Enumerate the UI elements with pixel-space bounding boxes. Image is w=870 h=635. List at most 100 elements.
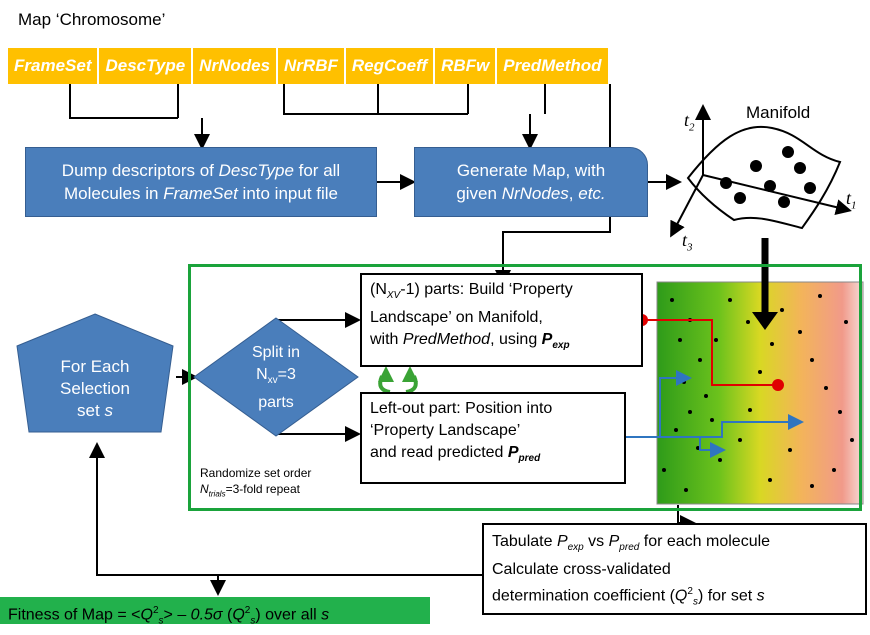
generate-etc: etc. [578,184,606,203]
manifold-label: Manifold [746,103,811,122]
dump-frameset: FrameSet [163,184,238,203]
tab-q-sub: s [692,596,698,608]
tab-l1e: for each molecule [639,533,771,550]
axis-t2-sub: 2 [689,121,695,134]
manifold-axes [670,104,852,238]
gene-desctype: DescType [99,48,194,84]
leftout-p: P [507,444,519,461]
tab-ppred-sub: pred [619,542,640,554]
axis-t3-sub: 3 [687,241,693,254]
generate-map-box: Generate Map, with given NrNodes, etc. [414,147,648,217]
fit-q2-sup: 2 [244,605,251,616]
tab-ppred: P [608,533,620,550]
tab-pexp-sub: exp [567,542,584,554]
fit-q1-sub: s [158,615,164,627]
diamond-n: N [256,366,268,383]
randomize-note: Randomize set order Ntrials=3-fold repea… [200,465,311,502]
tab-l2: Calculate cross-validated [492,561,671,579]
selection-pentagon-label: For Each Selection set s [27,356,163,422]
fit-h: ) over all [255,606,322,624]
axis-t2-label: t2 [684,110,695,134]
axis-t1-sub: 1 [851,199,857,212]
left-out-box: Left-out part: Position into ‘Property L… [360,392,626,484]
fit-sigma: σ [212,606,223,624]
diamond-line1: Split in [251,344,301,361]
randomize-n: N [200,482,209,496]
randomize-l1: Randomize set order [200,466,312,480]
build-l3c: , using [490,331,542,349]
fit-a: Fitness of Map = < [8,606,141,624]
build-l1a: (N [370,281,387,298]
diamond-line3: parts [258,394,294,412]
split-diamond-label: Split in Nxv=3 parts [226,342,326,414]
gene-nrnodes: NrNodes [193,48,279,84]
manifold-illustration [670,104,852,238]
generate-nrnodes: NrNodes [501,184,569,203]
diagram-title: Map ‘Chromosome’ [18,10,166,29]
randomize-n-sub: trials [208,489,226,499]
selection-pentagon [16,313,174,433]
generate-line2a: given [456,184,502,203]
pentagon-set-s: s [104,401,113,420]
fitness-formula: Fitness of Map = <Q2s> – 0.5σ (Q2s) over… [0,597,430,627]
pentagon-line1: For Each [60,357,130,376]
fit-f: ( [222,606,233,624]
fit-d: – 0.5 [172,606,213,624]
build-p: P [541,331,553,349]
dump-descriptors-box: Dump descriptors of DescType for all Mol… [25,147,377,217]
gene-rbfw: RBFw [435,48,498,84]
build-l1b: -1) parts: Build ‘Property [400,281,573,298]
dump-line1a: Dump descriptors of [61,161,219,180]
gene-regcoeff: RegCoeff [346,48,436,84]
axis-t3-label: t3 [682,230,693,254]
build-predmethod: PredMethod [402,331,491,349]
manifold-surface [686,125,842,230]
tab-pexp: P [556,533,568,550]
dump-line2a: Molecules in [63,184,164,203]
leftout-l2: ‘Property Landscape’ [370,422,521,439]
diamond-eq: =3 [277,366,296,383]
fit-s: s [321,606,330,624]
build-p-sub: exp [552,340,570,352]
tab-vs: vs [583,533,609,550]
dump-desctype: DescType [218,161,294,180]
fit-q1-sup: 2 [152,605,159,616]
build-landscape-connector [636,314,784,391]
tabulate-box: Tabulate Pexp vs Ppred for each molecule… [482,523,867,615]
tab-l3a: determination coefficient ( [492,587,675,605]
split-diamond [193,317,359,437]
tab-q: Q [674,587,688,605]
predict-connectors [626,370,804,458]
map-chromosome: FrameSet DescType NrNodes NrRBF RegCoeff… [8,48,608,84]
gene-frameset: FrameSet [8,48,100,84]
generate-line1: Generate Map, with [456,161,606,180]
build-l2: Landscape’ on Manifold, [370,309,543,327]
generate-line2c: , [568,184,579,203]
fit-q1: Q [140,606,153,624]
fit-c: > [163,606,173,624]
axis-t1-label: t1 [846,188,857,212]
cross-validation-frame [188,264,862,511]
build-landscape-box: (NXV-1) parts: Build ‘Property Landscape… [360,273,643,367]
leftout-l3a: and read predicted [370,444,508,461]
gene-nrrbf: NrRBF [278,48,346,84]
pentagon-line2: Selection [60,379,130,398]
dump-line2c: into input file [237,184,339,203]
pentagon-line3: set [77,401,105,420]
axis-t2-letter: t [684,110,690,130]
fit-q2: Q [232,606,245,624]
tab-l1a: Tabulate [492,533,557,550]
leftout-l1: Left-out part: Position into [370,400,553,417]
build-nxv-sub: XV [386,290,401,302]
randomize-l2b: =3-fold repeat [225,482,300,496]
diamond-n-sub: xv [267,375,278,387]
axis-t1-letter: t [846,188,852,208]
build-l3a: with [370,331,403,349]
tab-q-sup: 2 [687,586,693,598]
leftout-p-sub: pred [518,453,541,465]
tab-l3c: ) for set [697,587,757,605]
manifold-nodes [720,146,816,208]
fit-q2-sub: s [250,615,256,627]
dump-line1c: for all [293,161,341,180]
